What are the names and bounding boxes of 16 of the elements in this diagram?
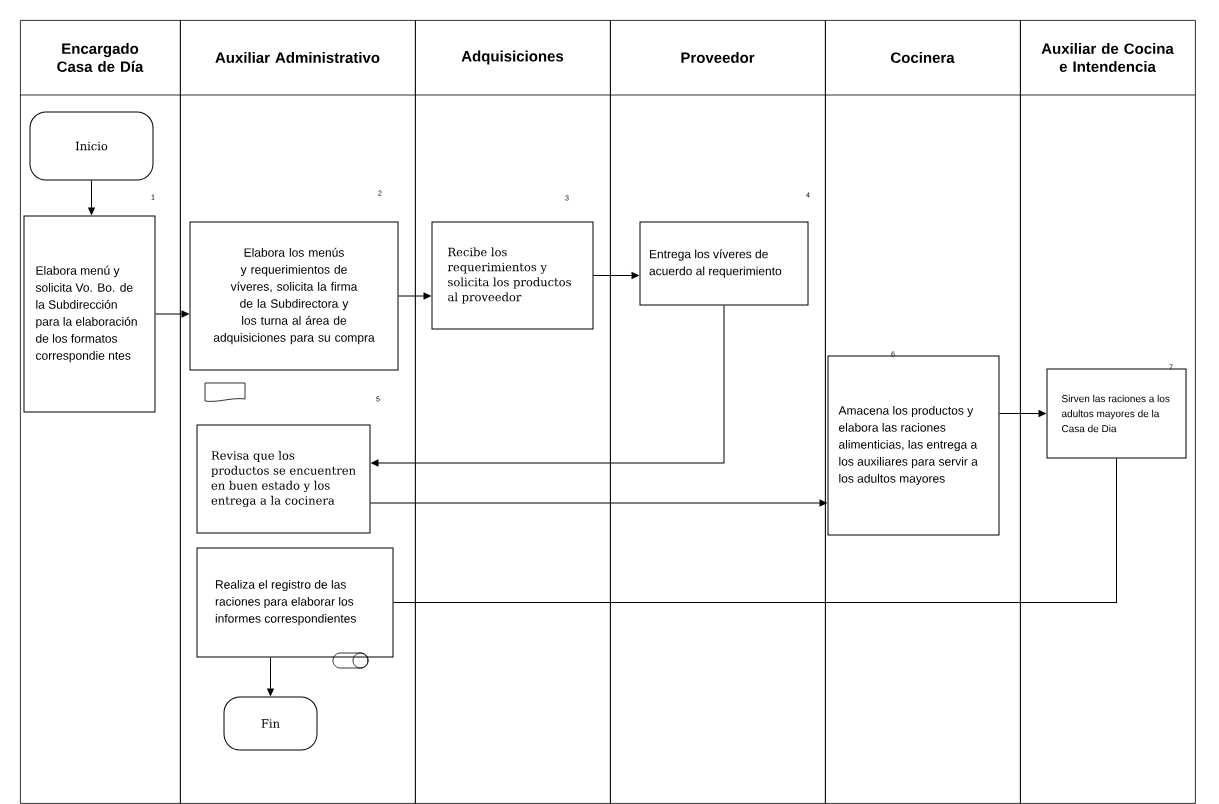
arrow	[371, 305, 725, 467]
process-box: Elabora los menús y requerimientos de víveres, solicita la firma de la Subdirectora y los turna al área de adquisiciones para su compra	[189, 221, 399, 371]
arrow	[370, 499, 827, 507]
arrow	[155, 310, 189, 318]
arrow	[593, 272, 639, 279]
arrow	[88, 180, 95, 215]
arrow	[267, 657, 274, 696]
process-box: Entrega los víveres de acuerdo al requerimiento	[639, 221, 809, 306]
arrow	[999, 410, 1046, 417]
process-box: Realiza el registro de las raciones para elaborar los informes correspondientes	[196, 547, 394, 658]
process-box: Recibe los requerimientos y solicita los productos al proveedor	[431, 221, 594, 330]
process-box: Revisa que los productos se encuentren en buen estado y los entrega a la cocinera	[196, 424, 371, 534]
process-box: Elabora menú y solicita Vo. Bo. de la Subdirección para la elaboración de los formatos correspondie ntes	[23, 215, 156, 413]
process-box: Sirven las raciones a los adultos mayores de la Casa de Dia	[1046, 368, 1187, 459]
arrow	[398, 292, 431, 300]
process-box: Amacena los productos y elabora las raciones alimenticias, las entrega a los auxiliares para servir a los adultos mayores	[827, 355, 1000, 536]
